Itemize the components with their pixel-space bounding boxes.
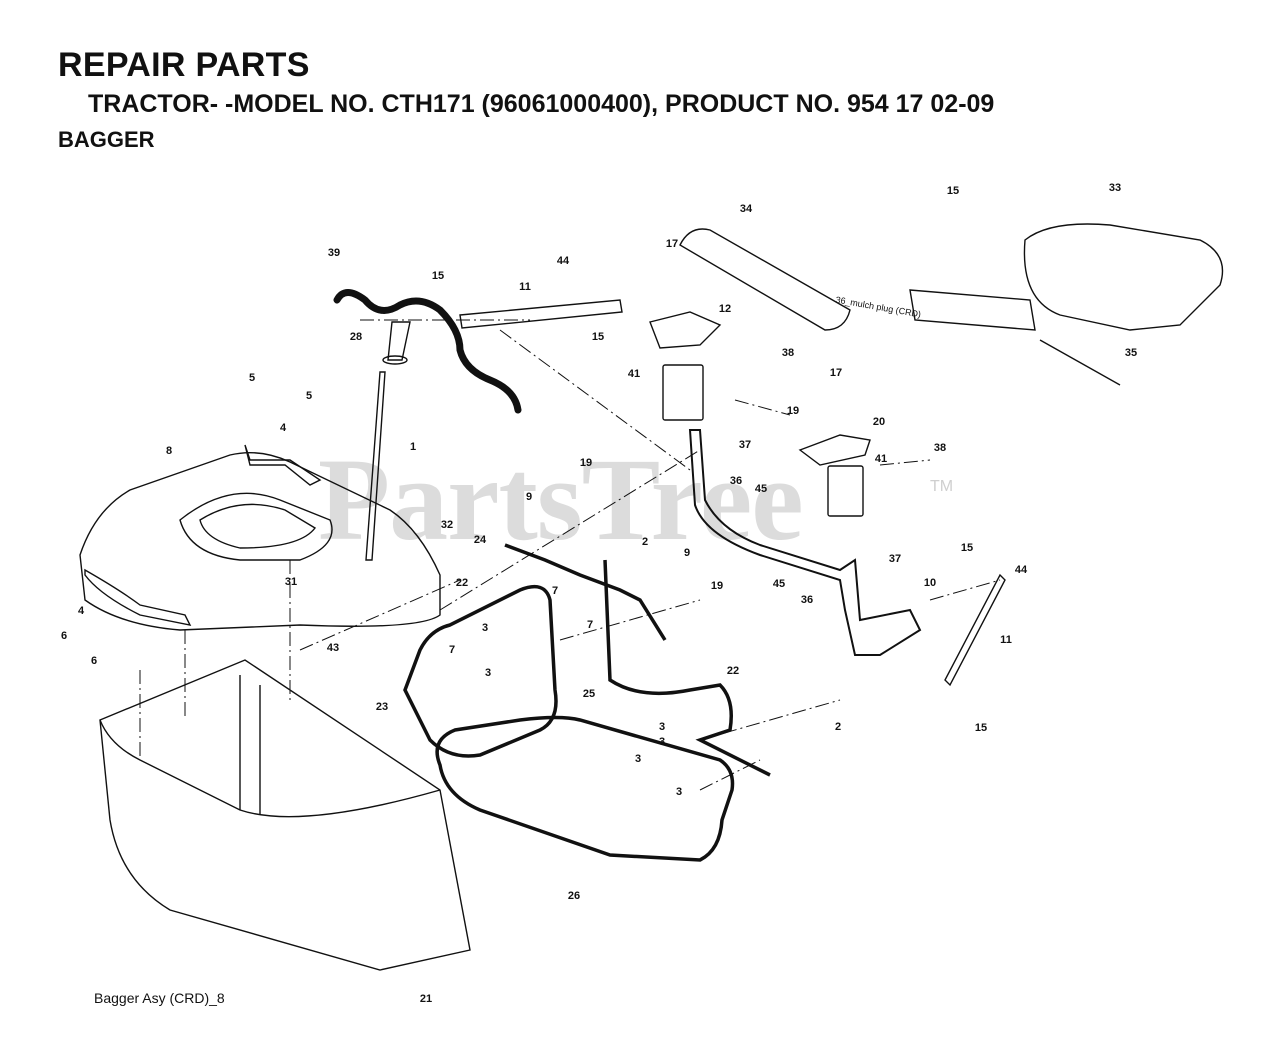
callout-15: 15	[960, 542, 974, 554]
lid-hinge	[84, 568, 192, 626]
callout-19: 19	[710, 580, 724, 592]
chute-33	[1023, 223, 1224, 331]
cross-bar	[504, 543, 667, 641]
plate-20	[798, 434, 871, 466]
callout-21: 21	[419, 993, 433, 1005]
callout-24: 24	[473, 534, 487, 546]
watermark-tm: TM	[930, 478, 954, 495]
callout-3: 3	[658, 721, 666, 733]
pin-35	[1039, 339, 1121, 386]
callout-11: 11	[519, 281, 531, 293]
callout-3: 3	[634, 753, 642, 765]
plate-11-right	[944, 573, 1006, 687]
callout-7: 7	[551, 585, 559, 597]
callout-3: 3	[658, 736, 666, 748]
callout-9: 9	[525, 491, 533, 503]
callout-3: 3	[481, 622, 489, 634]
callout-41: 41	[874, 453, 888, 465]
callout-15: 15	[946, 185, 960, 197]
latch-41a	[662, 364, 704, 421]
callout-23: 23	[375, 701, 389, 713]
callout-1: 1	[409, 441, 417, 453]
callout-2: 2	[834, 721, 842, 733]
callout-4: 4	[77, 605, 85, 617]
section-title: BAGGER	[58, 127, 155, 152]
callout-9: 9	[683, 547, 691, 559]
bag-frame-23	[403, 584, 558, 758]
callout-31: 31	[284, 576, 298, 588]
callout-45: 45	[754, 483, 768, 495]
page-title: REPAIR PARTS	[58, 46, 310, 84]
mulch-plug	[909, 289, 1036, 331]
callout-8: 8	[165, 445, 173, 457]
callout-22: 22	[726, 665, 740, 677]
callout-3: 3	[675, 786, 683, 798]
callout-19: 19	[786, 405, 800, 417]
callout-17: 17	[829, 367, 843, 379]
callout-32: 32	[440, 519, 454, 531]
handle-grip	[387, 321, 411, 361]
callout-35: 35	[1124, 347, 1138, 359]
callout-22: 22	[455, 577, 469, 589]
callout-44: 44	[556, 255, 570, 267]
callout-38: 38	[781, 347, 795, 359]
callout-2: 2	[641, 536, 649, 548]
callout-3: 3	[484, 667, 492, 679]
callout-15: 15	[591, 331, 605, 343]
callout-15: 15	[974, 722, 988, 734]
bag-frame-26	[435, 715, 735, 862]
bagger-lid	[79, 452, 441, 631]
callout-5: 5	[305, 390, 313, 402]
callout-6: 6	[90, 655, 98, 667]
callout-36: 36	[800, 594, 814, 606]
callout-39: 39	[327, 247, 341, 259]
callout-44: 44	[1014, 564, 1028, 576]
callout-34: 34	[739, 203, 753, 215]
callout-43: 43	[326, 642, 340, 654]
callout-33: 33	[1108, 182, 1122, 194]
callout-15: 15	[431, 270, 445, 282]
callout-37: 37	[888, 553, 902, 565]
callout-38: 38	[933, 442, 947, 454]
callout-17: 17	[665, 238, 679, 250]
watermark: PartsTree	[318, 434, 804, 565]
callout-7: 7	[448, 644, 456, 656]
bag-frame-25	[603, 559, 771, 777]
callout-12: 12	[718, 303, 732, 315]
callout-36: 36	[729, 475, 743, 487]
callout-6: 6	[60, 630, 68, 642]
diagram-caption: Bagger Asy (CRD)_8	[94, 990, 225, 1006]
callout-5: 5	[248, 372, 256, 384]
plate-12	[649, 311, 722, 349]
handle-rod	[365, 371, 386, 561]
callout-26: 26	[567, 890, 581, 902]
callout-41: 41	[627, 368, 641, 380]
callout-45: 45	[772, 578, 786, 590]
callout-20: 20	[872, 416, 886, 428]
callout-37: 37	[738, 439, 752, 451]
callout-11: 11	[1000, 634, 1012, 646]
callout-4: 4	[279, 422, 287, 434]
callout-28: 28	[349, 331, 363, 343]
callout-10: 10	[923, 577, 937, 589]
callout-25: 25	[582, 688, 596, 700]
grass-bag	[99, 659, 471, 971]
bracket-10	[688, 429, 922, 656]
handle-tube	[333, 289, 522, 414]
plate-11-top	[459, 299, 623, 329]
latch-41b	[827, 465, 864, 517]
callout-7: 7	[586, 619, 594, 631]
rod-34	[679, 228, 851, 331]
callout-19: 19	[579, 457, 593, 469]
model-line: TRACTOR- -MODEL NO. CTH171 (96061000400)…	[88, 90, 995, 118]
